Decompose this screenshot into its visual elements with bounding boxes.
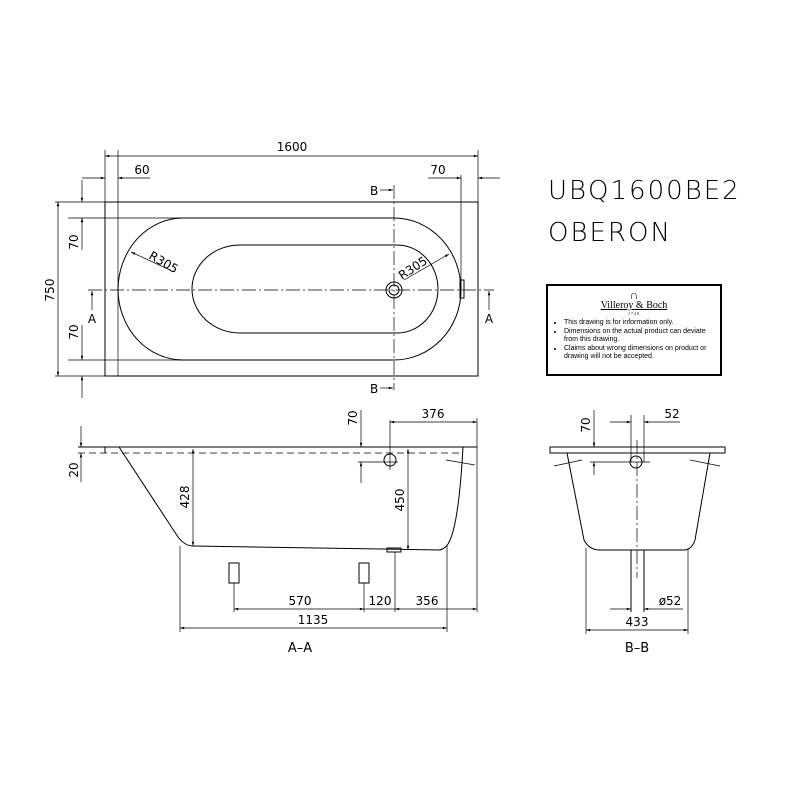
section-marker-a-left: A xyxy=(88,312,97,326)
tub-profile-cross xyxy=(566,452,711,551)
dim-overflow-drop: 70 xyxy=(346,410,360,425)
basin-outer-contour xyxy=(117,217,462,361)
section-bb-label: B–B xyxy=(625,641,649,656)
dim-feet-spacing: 570 xyxy=(289,594,312,608)
dim-radius-left: R305 xyxy=(147,248,181,276)
dim-radius-right: R305 xyxy=(396,254,430,283)
section-bb: 52 70 ø52 433 B–B xyxy=(549,407,726,656)
tub-outline-plan xyxy=(104,201,479,377)
dim-rim-left: 60 xyxy=(134,163,149,177)
foot-icon xyxy=(358,562,370,584)
dim-width: 750 xyxy=(43,279,57,302)
plan-view: 1600 60 70 750 70 70 R305 R305 A A B B xyxy=(43,140,500,398)
dim-depth-left: 428 xyxy=(178,486,192,509)
dim-rim-thickness: 20 xyxy=(67,462,81,477)
dim-bottom-width: 433 xyxy=(626,615,649,629)
note-item: Claims about wrong dimensions on product… xyxy=(564,345,720,362)
product-name: OBERON xyxy=(548,218,672,248)
dim-rim-bottom: 70 xyxy=(67,324,81,339)
logo-arch-icon: ∩ xyxy=(629,288,639,302)
dim-foot-to-drain: 120 xyxy=(369,594,392,608)
section-aa: 20 428 450 70 376 570 120 356 1135 A–A xyxy=(67,407,478,656)
dim-bottom-length: 1135 xyxy=(298,613,329,627)
dim-rim-top: 70 xyxy=(67,234,81,249)
section-marker-a-right: A xyxy=(485,312,494,326)
brand-logo: ∩ Villeroy & Boch 1748 xyxy=(548,289,720,316)
brand-year: 1748 xyxy=(628,311,640,316)
section-marker-b-top: B xyxy=(370,184,378,198)
basin-inner-contour xyxy=(191,244,439,334)
dim-overflow-drop-b: 70 xyxy=(579,417,593,432)
disclaimer-notes: This drawing is for information only. Di… xyxy=(554,319,720,362)
note-item: Dimensions on the actual product can dev… xyxy=(564,328,720,345)
section-aa-label: A–A xyxy=(288,641,312,656)
dim-rim-right: 70 xyxy=(430,163,445,177)
note-item: This drawing is for information only. xyxy=(564,319,720,328)
section-marker-b-bottom: B xyxy=(370,382,378,396)
disclaimer-box: ∩ Villeroy & Boch 1748 This drawing is f… xyxy=(546,284,722,376)
dim-overflow-diameter: 52 xyxy=(664,407,679,421)
tub-profile-long xyxy=(118,446,464,551)
product-code: UBQ1600BE2 xyxy=(548,176,741,206)
brand-name: Villeroy & Boch xyxy=(600,300,668,311)
dim-depth-drain: 450 xyxy=(393,489,407,512)
foot-icon xyxy=(228,562,240,584)
dim-drain-to-end: 356 xyxy=(416,594,439,608)
dim-drain-offset: 376 xyxy=(422,407,445,421)
dim-length: 1600 xyxy=(277,140,308,154)
dim-drain-diameter: ø52 xyxy=(659,594,682,608)
